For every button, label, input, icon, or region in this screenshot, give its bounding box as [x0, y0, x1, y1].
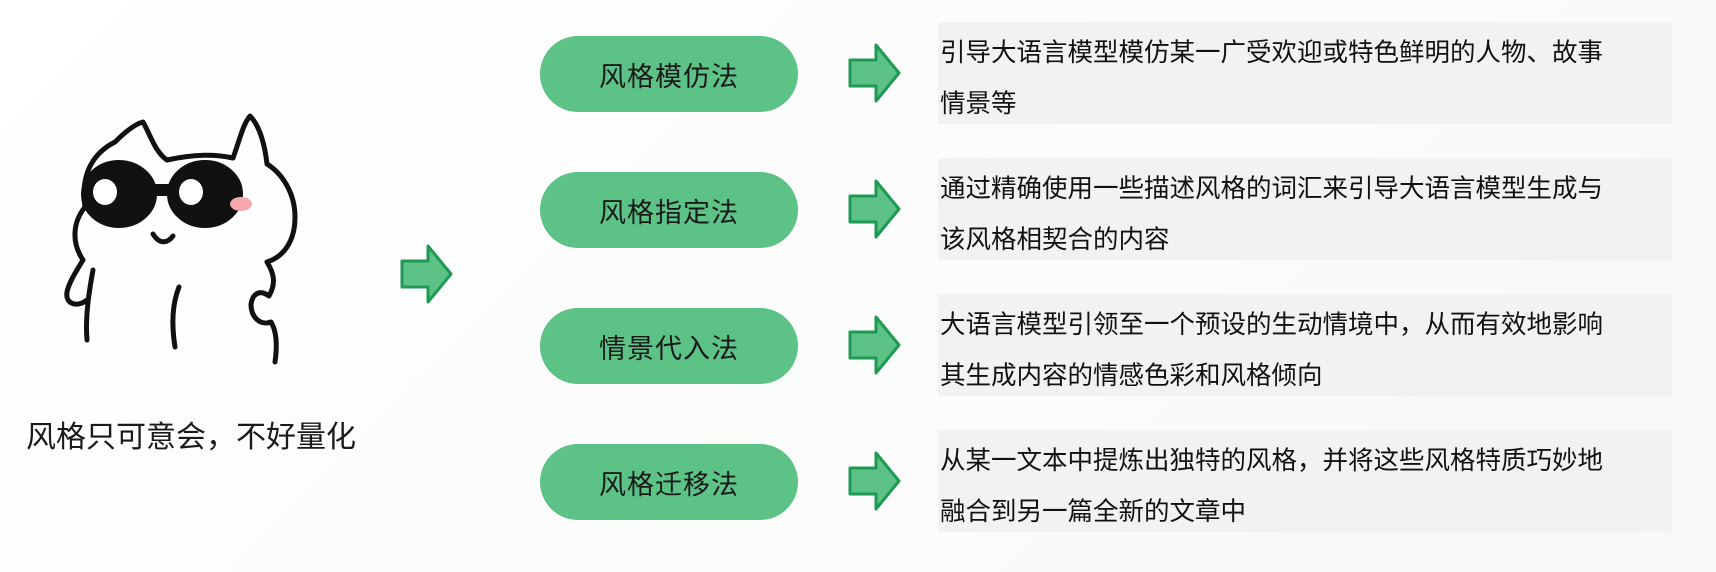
- description-line: 其生成内容的情感色彩和风格倾向: [940, 361, 1323, 391]
- description-line: 融合到另一篇全新的文章中: [940, 497, 1247, 527]
- main-arrow-icon: [400, 244, 453, 304]
- row-arrow-icon-3: [848, 315, 901, 375]
- description-line: 通过精确使用一些描述风格的词汇来引导大语言模型生成与: [940, 174, 1604, 204]
- method-description-4: 从某一文本中提炼出独特的风格，并将这些风格特质巧妙地 融合到另一篇全新的文章中: [938, 430, 1672, 532]
- row-arrow-icon-1: [848, 43, 901, 103]
- description-line: 该风格相契合的内容: [940, 225, 1170, 255]
- method-pill-3: 情景代入法: [540, 308, 798, 384]
- method-pill-2: 风格指定法: [540, 172, 798, 248]
- method-description-1: 引导大语言模型模仿某一广受欢迎或特色鲜明的人物、故事 情景等: [938, 22, 1672, 124]
- description-line: 大语言模型引领至一个预设的生动情境中，从而有效地影响: [940, 310, 1604, 340]
- method-description-3: 大语言模型引领至一个预设的生动情境中，从而有效地影响 其生成内容的情感色彩和风格…: [938, 294, 1672, 396]
- description-line: 引导大语言模型模仿某一广受欢迎或特色鲜明的人物、故事: [940, 38, 1604, 68]
- cat-sunglasses-illustration: [64, 113, 298, 365]
- description-line: 从某一文本中提炼出独特的风格，并将这些风格特质巧妙地: [940, 446, 1604, 476]
- row-arrow-icon-2: [848, 179, 901, 239]
- caption: 风格只可意会，不好量化: [26, 420, 356, 455]
- description-line: 情景等: [940, 89, 1017, 119]
- method-pill-4: 风格迁移法: [540, 444, 798, 520]
- row-arrow-icon-4: [848, 451, 901, 511]
- method-description-2: 通过精确使用一些描述风格的词汇来引导大语言模型生成与 该风格相契合的内容: [938, 158, 1672, 260]
- method-pill-1: 风格模仿法: [540, 36, 798, 112]
